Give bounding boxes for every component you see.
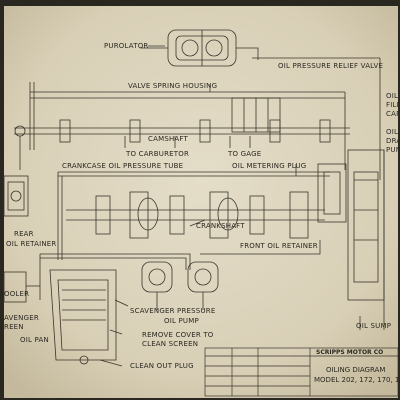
crankshaft <box>66 191 325 239</box>
front-oil-retainer <box>317 163 347 223</box>
label-to-carburetor: TO CARBURETOR <box>126 150 190 158</box>
label-camshaft: CAMSHAFT <box>148 135 188 143</box>
label-valve-spring-housing: VALVE SPRING HOUSING <box>128 82 218 90</box>
label-oil-drain-pump-line2: DRA <box>386 137 400 145</box>
label-oil-drain-pump-line1: OIL <box>386 128 399 136</box>
label-oil-filler-cap-line1: OIL <box>386 92 399 100</box>
diagram-lines <box>3 29 385 367</box>
title-model: MODEL 202, 172, 170, 162 <box>314 376 400 384</box>
title-drawing: OILING DIAGRAM <box>326 366 386 374</box>
label-oil-sump: OIL SUMP <box>356 322 392 330</box>
label-crankcase-oil-pressure-tube: CRANKCASE OIL PRESSURE TUBE <box>62 162 184 170</box>
label-oil-pump: OIL PUMP <box>164 317 199 325</box>
label-oil-pan: OIL PAN <box>20 336 49 344</box>
label-front-oil-retainer: FRONT OIL RETAINER <box>240 242 318 250</box>
label-remove-cover: REMOVE COVER TO <box>142 331 214 339</box>
title-company: SCRIPPS MOTOR CO <box>316 349 384 356</box>
label-oil-filler-cap-line2: FILL <box>386 101 400 109</box>
title-block <box>204 347 399 397</box>
label-oil-drain-pump-line3: PUM <box>386 146 400 154</box>
oil-pan <box>49 269 117 365</box>
label-oil-pressure-relief-valve: OIL PRESSURE RELIEF VALVE <box>278 62 384 70</box>
label-clean-out-plug: CLEAN OUT PLUG <box>130 362 194 370</box>
label-scavenger-pressure: SCAVENGER PRESSURE <box>130 307 216 315</box>
rear-oil-retainer <box>3 175 29 217</box>
label-oil-filler-cap-line3: CAP <box>386 110 400 118</box>
purolator-filter <box>140 29 259 67</box>
label-screen: REEN <box>4 323 24 331</box>
oil-sump <box>347 149 385 330</box>
label-oil-retainer: OIL RETAINER <box>6 240 57 248</box>
label-cooler: OOLER <box>4 290 30 298</box>
label-crankshaft: CRANKSHAFT <box>196 222 245 230</box>
label-rear: REAR <box>14 230 34 238</box>
label-to-gage: TO GAGE <box>228 150 262 158</box>
oil-pumps <box>141 261 219 310</box>
label-oil-metering-plug: OIL METERING PLUG <box>232 162 307 170</box>
label-clean-screen: CLEAN SCREEN <box>142 340 199 348</box>
paper-sheet <box>4 6 398 398</box>
label-purolator: PUROLATOR <box>104 42 149 50</box>
label-scavenger: AVENGER <box>4 314 39 322</box>
cooler <box>3 271 27 303</box>
